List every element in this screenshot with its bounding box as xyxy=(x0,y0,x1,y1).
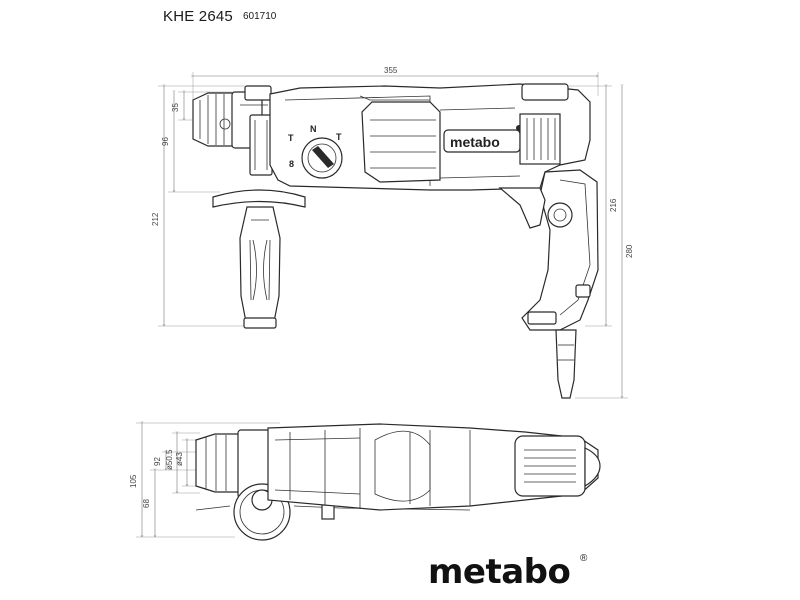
dimension-collar-outer: ø50.5 xyxy=(165,433,200,493)
auxiliary-side-handle xyxy=(212,114,306,329)
mode-label-3: T xyxy=(336,132,342,142)
dim-total-height-label: 280 xyxy=(625,244,634,258)
dim-width-label: 105 xyxy=(129,474,138,488)
dimension-total-height: 280 xyxy=(575,86,634,398)
main-housing: metabo xyxy=(269,83,591,191)
dimension-half-width: 68 xyxy=(142,470,200,537)
dimension-spindle-height: 96 xyxy=(161,92,220,192)
mode-label-2: N xyxy=(310,124,317,134)
dimension-rear-height: 216 xyxy=(560,86,618,326)
mode-label-1: T xyxy=(288,133,294,143)
mode-selector-dial: T N T 8 xyxy=(288,124,343,179)
dim-spindle-height-label: 96 xyxy=(161,137,170,146)
dim-chuck-offset-label: 35 xyxy=(171,103,180,112)
cable-sleeve xyxy=(555,329,577,399)
brand-logo: metabo xyxy=(428,552,571,592)
dimension-handle-depth: 212 xyxy=(151,86,245,326)
dim-half-width-label: 68 xyxy=(142,499,151,508)
model-name: KHE 2645 xyxy=(163,8,233,25)
mode-label-4: 8 xyxy=(289,159,294,169)
dim-collar-inner-label: ø43 xyxy=(175,452,184,466)
sds-chuck-top xyxy=(195,429,271,499)
dimension-width: 105 xyxy=(129,423,280,537)
registered-mark: ® xyxy=(580,553,588,564)
dim-collar-outer-label: ø50.5 xyxy=(165,449,174,470)
side-view: 355 35 96 212 xyxy=(151,66,634,399)
top-view: 105 68 92 ø50.5 ø43 xyxy=(129,423,601,541)
rear-pistol-grip xyxy=(498,169,599,331)
dim-overall-length-label: 355 xyxy=(384,66,398,75)
housing-brand-badge: metabo xyxy=(450,134,500,150)
dim-rear-height-label: 216 xyxy=(609,198,618,212)
dim-handle-depth-label: 212 xyxy=(151,212,160,226)
dimension-small-gap: 92 xyxy=(153,452,200,470)
main-housing-top xyxy=(267,423,601,511)
article-number: 601710 xyxy=(243,11,277,22)
dim-small-gap-label: 92 xyxy=(153,457,162,466)
